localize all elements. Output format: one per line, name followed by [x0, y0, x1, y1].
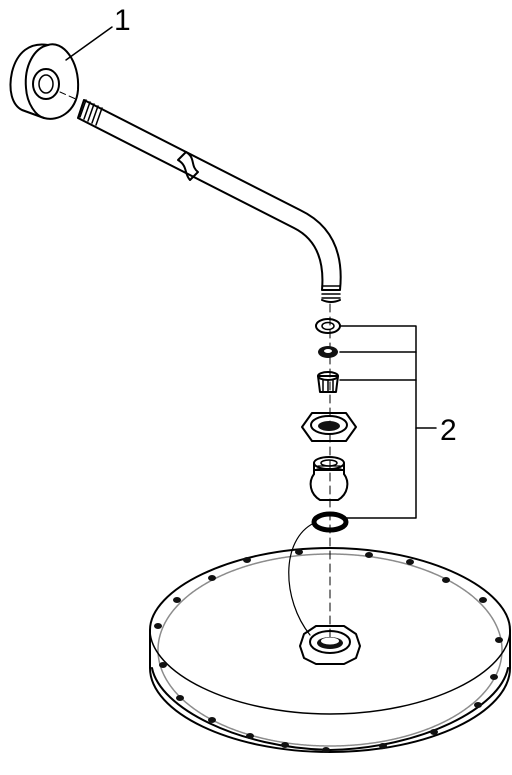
callout-label-1: 1 [114, 4, 131, 37]
union-nut [301, 412, 357, 442]
flange-axis [59, 91, 79, 101]
callout-line-1 [65, 26, 113, 61]
washer-top [315, 318, 341, 334]
o-ring-large [311, 511, 349, 533]
arm-thread-wall [79, 99, 103, 126]
callout-bracket-2 [339, 325, 437, 519]
shower-arm [77, 99, 342, 303]
wall-flange [9, 43, 80, 120]
arm-thread-bottom [321, 285, 341, 303]
rim-holes [154, 549, 503, 753]
ball-joint [309, 456, 349, 501]
assembly-leader [288, 522, 315, 636]
flow-insert [317, 371, 339, 393]
callout-label-2: 2 [440, 414, 457, 447]
head-socket [299, 625, 361, 665]
o-ring-black [318, 346, 338, 358]
shower-head [149, 547, 511, 753]
